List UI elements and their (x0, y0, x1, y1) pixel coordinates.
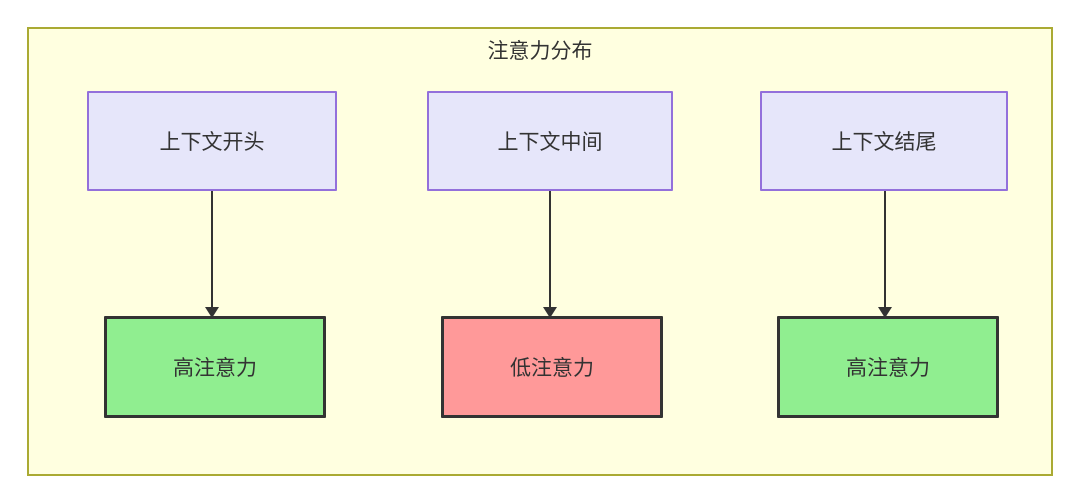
node-low-attention-middle-label: 低注意力 (510, 356, 594, 380)
edge-arrowhead-start-to-high (205, 307, 219, 318)
node-context-middle[interactable]: 上下文中间 (427, 91, 673, 191)
edge-line-end-to-high (884, 191, 886, 307)
node-context-start-label: 上下文开头 (159, 130, 265, 154)
node-high-attention-start-label: 高注意力 (173, 356, 257, 380)
edge-arrowhead-middle-to-low (543, 307, 557, 318)
edge-line-middle-to-low (549, 191, 551, 307)
node-context-middle-label: 上下文中间 (497, 130, 603, 154)
node-high-attention-start[interactable]: 高注意力 (104, 316, 326, 418)
node-context-end[interactable]: 上下文结尾 (760, 91, 1008, 191)
node-context-start[interactable]: 上下文开头 (87, 91, 337, 191)
node-low-attention-middle[interactable]: 低注意力 (441, 316, 663, 418)
diagram-title: 注意力分布 (487, 39, 593, 63)
node-context-end-label: 上下文结尾 (831, 130, 937, 154)
edge-arrowhead-end-to-high (878, 307, 892, 318)
node-high-attention-end[interactable]: 高注意力 (777, 316, 999, 418)
edge-line-start-to-high (211, 191, 213, 307)
node-high-attention-end-label: 高注意力 (846, 356, 930, 380)
attention-distribution-subgraph: 注意力分布 上下文开头 上下文中间 上下文结尾 高注意力 低注意力 高注意力 (27, 27, 1053, 476)
